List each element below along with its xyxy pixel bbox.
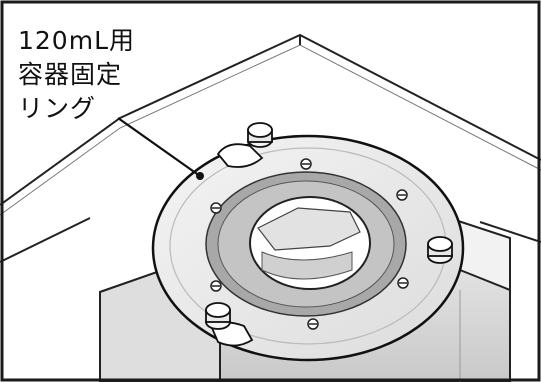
chamber-walls xyxy=(0,33,541,263)
callout-leader xyxy=(117,117,204,180)
fixing-ring xyxy=(151,134,465,362)
callout-line-2: 容器固定 xyxy=(18,60,123,89)
ring-callout-label: 120mL用 容器固定 リング xyxy=(18,24,135,126)
knob-icon xyxy=(205,122,453,347)
screw-icon xyxy=(210,158,409,330)
callout-line-1: 120mL用 xyxy=(18,26,135,55)
callout-line-3: リング xyxy=(18,94,97,123)
